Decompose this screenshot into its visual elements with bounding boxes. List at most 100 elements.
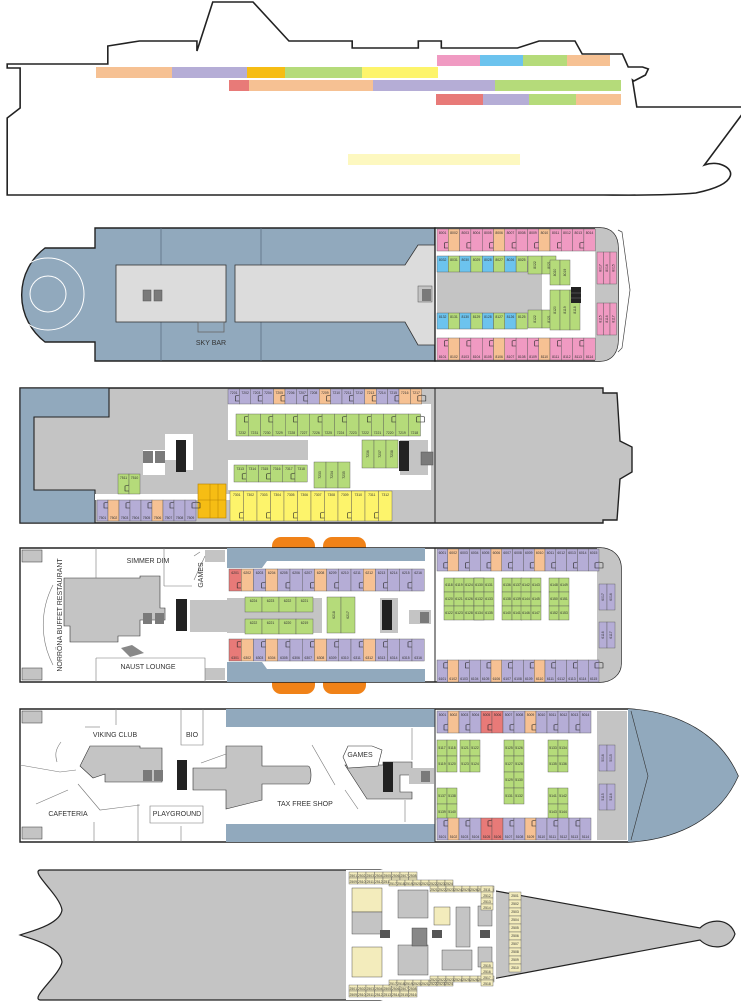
cabin[interactable]: 8128 [482,312,494,330]
cabin[interactable]: 6144 [520,591,532,607]
cabin[interactable]: 7318 [294,464,308,483]
cabin[interactable]: 6216 [411,568,425,592]
cabin[interactable]: 7233 [313,461,327,489]
cabin[interactable]: 5116 [606,783,616,811]
cabin[interactable]: 6006 [490,548,503,572]
cabin[interactable]: 2506 [508,931,522,941]
cabin[interactable]: 6012 [555,548,567,572]
cabin[interactable]: 6017 [598,583,608,611]
cabin[interactable]: 2517 [388,879,398,887]
cabin[interactable]: 6141 [511,605,523,621]
cabin[interactable]: 6116 [598,621,608,649]
cabin[interactable]: 6135 [483,605,495,621]
cabin[interactable]: 2518 [480,979,494,987]
cabin[interactable]: 6138 [501,591,513,607]
cabin[interactable]: 6146 [520,605,532,621]
cabin[interactable]: 2519 [404,979,414,987]
cabin[interactable]: 6140 [501,605,513,621]
cabin[interactable]: 6220 [278,618,297,635]
cabin[interactable]: 6008 [512,548,524,572]
cabin[interactable]: 5012 [557,710,570,734]
cabin[interactable]: 8102 [448,337,460,361]
cabin[interactable]: 8012 [561,228,573,252]
cabin[interactable]: 6002 [447,548,459,572]
cabin[interactable]: 7230 [260,413,278,437]
cabin[interactable]: 7236 [361,439,375,469]
cabin[interactable]: 6137 [511,577,523,593]
cabin[interactable]: 6149 [558,577,570,593]
cabin[interactable]: 6221 [295,596,314,613]
cabin[interactable]: 6122 [443,605,455,621]
cabin[interactable]: 5117 [436,739,448,757]
cabin[interactable]: 5120 [446,755,458,773]
cabin[interactable]: 7317 [282,464,300,483]
cabin[interactable]: 2516 [480,967,494,975]
cabin[interactable]: 6308 [314,638,327,662]
cabin[interactable]: 6222 [278,596,297,613]
cabin[interactable]: 2525 [461,975,471,983]
cabin[interactable]: 5143 [547,803,559,821]
cabin[interactable]: 2510 [357,990,367,998]
cabin[interactable]: 7208 [307,388,320,405]
cabin[interactable]: 6132 [473,591,485,607]
cabin[interactable]: 5102 [447,817,460,841]
cabin[interactable]: 2503 [365,871,375,879]
cabin[interactable]: 8122 [527,309,543,329]
cabin[interactable]: 5137 [436,787,448,805]
cabin[interactable]: 7502 [107,499,120,522]
cabin[interactable]: 2511 [365,990,375,998]
cabin[interactable]: 6119 [453,577,465,593]
cabin[interactable]: 5122 [469,739,481,757]
cabin[interactable]: 5015 [606,744,616,772]
cabin[interactable]: 2502 [508,899,522,909]
cabin[interactable]: 6128 [463,605,475,621]
cabin[interactable]: 5008 [513,710,526,734]
cabin[interactable]: 8114 [583,337,596,361]
cabin[interactable]: 2513 [382,990,392,998]
cabin[interactable]: 8015 [609,251,617,285]
cabin[interactable]: 2509 [508,955,522,965]
cabin[interactable]: 5016 [598,744,608,772]
cabin[interactable]: 8108 [515,337,528,361]
cabin[interactable]: 2524 [444,879,454,887]
cabin[interactable]: 6117 [606,621,616,649]
cabin[interactable]: 2516 [408,990,418,998]
cabin[interactable]: 8129 [470,312,483,330]
cabin[interactable]: 6130 [473,577,485,593]
cabin[interactable]: 6306 [289,638,303,662]
cabin[interactable]: 7218 [408,413,425,437]
cabin[interactable]: 6204 [265,568,279,592]
cabin[interactable]: 6212 [363,568,376,592]
cabin[interactable]: 8022 [527,255,543,275]
cabin[interactable]: 6114 [577,659,589,683]
cabin[interactable]: 2523 [445,975,455,983]
cabin[interactable]: 8014 [583,228,596,252]
cabin[interactable]: 6016 [606,583,616,611]
cabin[interactable]: 7219 [395,413,409,437]
cabin[interactable]: 2505 [382,871,392,879]
cabin[interactable]: 7227 [297,413,311,437]
cabin[interactable]: 8131 [448,312,460,330]
cabin[interactable]: 5140 [446,803,458,821]
cabin[interactable]: 6014 [577,548,589,572]
cabin[interactable]: 2507 [399,871,409,879]
cabin[interactable]: 8002 [448,228,460,252]
cabin[interactable]: 2511 [480,885,494,893]
cabin[interactable]: 2523 [445,885,455,893]
cabin[interactable]: 2505 [508,923,522,933]
cabin[interactable]: 6133 [483,591,495,607]
cabin[interactable]: 8112 [561,337,573,361]
cabin[interactable]: 2504 [374,984,384,992]
cabin[interactable]: 2513 [480,897,494,905]
cabin[interactable]: 7305 [283,490,302,522]
cabin[interactable]: 6136 [501,577,513,593]
cabin[interactable]: 8004 [470,228,483,252]
cabin[interactable]: 8029 [470,255,483,273]
cabin[interactable]: 5133 [547,739,559,757]
cabin[interactable]: 2508 [508,947,522,957]
cabin[interactable]: 8115 [596,302,604,336]
cabin[interactable]: 6142 [520,577,532,593]
cabin[interactable]: 5123 [459,755,471,773]
cabin[interactable]: 6222 [244,618,263,635]
cabin[interactable]: 2501 [508,891,522,901]
